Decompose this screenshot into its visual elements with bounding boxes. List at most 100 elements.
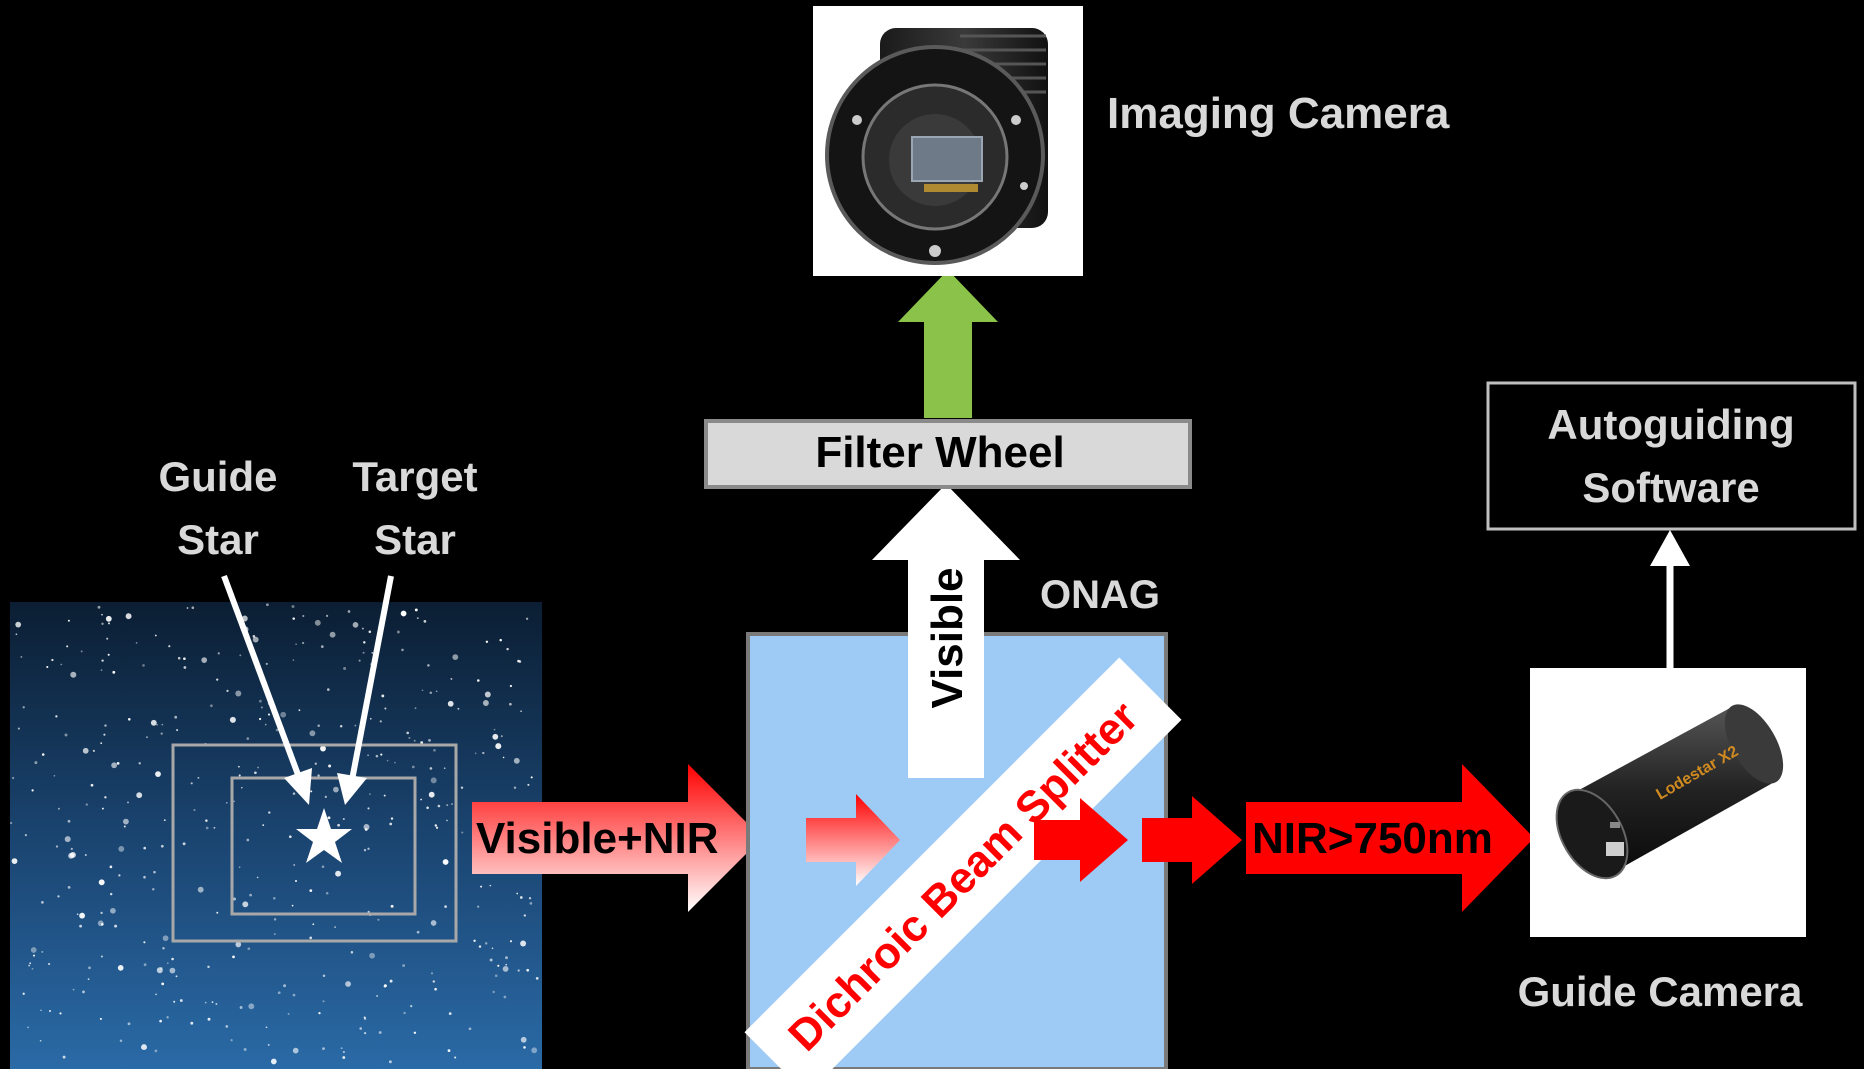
target-star-icon	[296, 808, 352, 863]
star-dot	[499, 638, 502, 642]
star-dot	[503, 995, 507, 999]
star-dot	[502, 756, 505, 759]
star-dot	[292, 659, 295, 661]
star-dot	[55, 715, 58, 718]
star-dot	[506, 647, 509, 651]
star-dot	[85, 803, 88, 806]
star-dot	[174, 715, 178, 719]
star-dot	[379, 720, 382, 723]
star-dot	[159, 1019, 162, 1023]
star-dot	[260, 706, 263, 709]
star-dot	[182, 842, 186, 846]
outgoing-red-arrow-1	[1034, 798, 1128, 882]
star-dot	[70, 671, 77, 678]
star-dot	[28, 964, 31, 967]
star-dot	[429, 767, 433, 770]
star-dot	[201, 657, 208, 663]
star-dot	[367, 807, 370, 810]
star-dot	[402, 964, 406, 968]
star-dot	[302, 614, 305, 618]
star-dot	[354, 724, 357, 727]
star-dot	[243, 1048, 247, 1051]
star-dot	[520, 1036, 527, 1043]
star-dot	[239, 1006, 243, 1009]
star-dot	[103, 733, 106, 736]
star-dot	[34, 761, 38, 765]
star-dot	[168, 645, 171, 648]
star-dot	[9, 821, 13, 825]
star-dot	[482, 700, 489, 706]
star-dot	[474, 752, 477, 755]
star-dot	[325, 891, 329, 895]
star-dot	[142, 664, 145, 667]
star-dot	[376, 995, 378, 997]
star-dot	[328, 764, 332, 768]
star-dot	[169, 967, 176, 974]
star-dot	[309, 936, 313, 940]
star-dot	[90, 783, 94, 787]
star-dot	[519, 896, 523, 899]
imaging-camera-label: Imaging Camera	[1107, 89, 1450, 138]
star-dot	[291, 605, 295, 608]
star-dot	[451, 803, 453, 806]
star-dot	[57, 807, 60, 810]
star-dot	[443, 767, 446, 770]
star-dot	[17, 727, 20, 730]
target-star-arrowhead	[337, 773, 367, 805]
star-dot	[291, 904, 294, 907]
star-dot	[277, 991, 281, 995]
star-dot	[225, 1025, 229, 1028]
star-dot	[322, 1047, 325, 1050]
star-field-photo	[9, 602, 542, 1069]
star-dot	[252, 636, 259, 643]
star-dot	[197, 886, 204, 893]
star-dot	[238, 866, 241, 869]
star-dot	[371, 651, 374, 654]
star-dot	[452, 654, 459, 661]
star-dot	[254, 771, 257, 775]
star-dot	[82, 990, 85, 994]
star-dot	[367, 754, 369, 757]
star-dot	[84, 853, 87, 857]
star-dot	[378, 1031, 382, 1034]
star-dot	[420, 798, 422, 801]
star-dot	[246, 737, 250, 740]
star-dot	[226, 689, 229, 693]
star-dot	[432, 980, 435, 983]
star-dot	[204, 1001, 207, 1004]
autoguiding-label-line1: Autoguiding	[1547, 401, 1794, 448]
star-dot	[273, 918, 277, 921]
star-dot	[435, 826, 439, 829]
filter-wheel-label: Filter Wheel	[815, 428, 1064, 477]
star-dot	[477, 679, 480, 682]
star-dot	[22, 706, 25, 709]
star-dot	[186, 607, 189, 609]
star-dot	[143, 941, 146, 944]
star-dot	[265, 662, 268, 666]
star-dot	[292, 1047, 299, 1054]
star-dot	[79, 912, 85, 919]
star-dot	[100, 742, 103, 745]
star-dot	[53, 774, 56, 777]
star-dot	[235, 941, 242, 948]
star-dot	[447, 1049, 451, 1052]
star-dot	[446, 819, 448, 822]
star-dot	[267, 1043, 270, 1046]
star-dot	[111, 762, 117, 769]
star-dot	[516, 892, 519, 895]
star-dot	[520, 940, 527, 947]
star-dot	[492, 990, 495, 994]
star-dot	[414, 608, 418, 612]
star-dot	[154, 634, 157, 637]
star-dot	[342, 1050, 345, 1054]
star-dot	[437, 804, 441, 808]
star-dot	[513, 757, 520, 764]
star-dot	[117, 965, 124, 971]
onag-label: ONAG	[1040, 573, 1160, 617]
star-dot	[135, 642, 138, 644]
star-dot	[213, 826, 216, 829]
star-dot	[175, 975, 178, 978]
star-dot	[408, 736, 411, 739]
star-dot	[66, 645, 69, 648]
star-dot	[406, 731, 410, 735]
